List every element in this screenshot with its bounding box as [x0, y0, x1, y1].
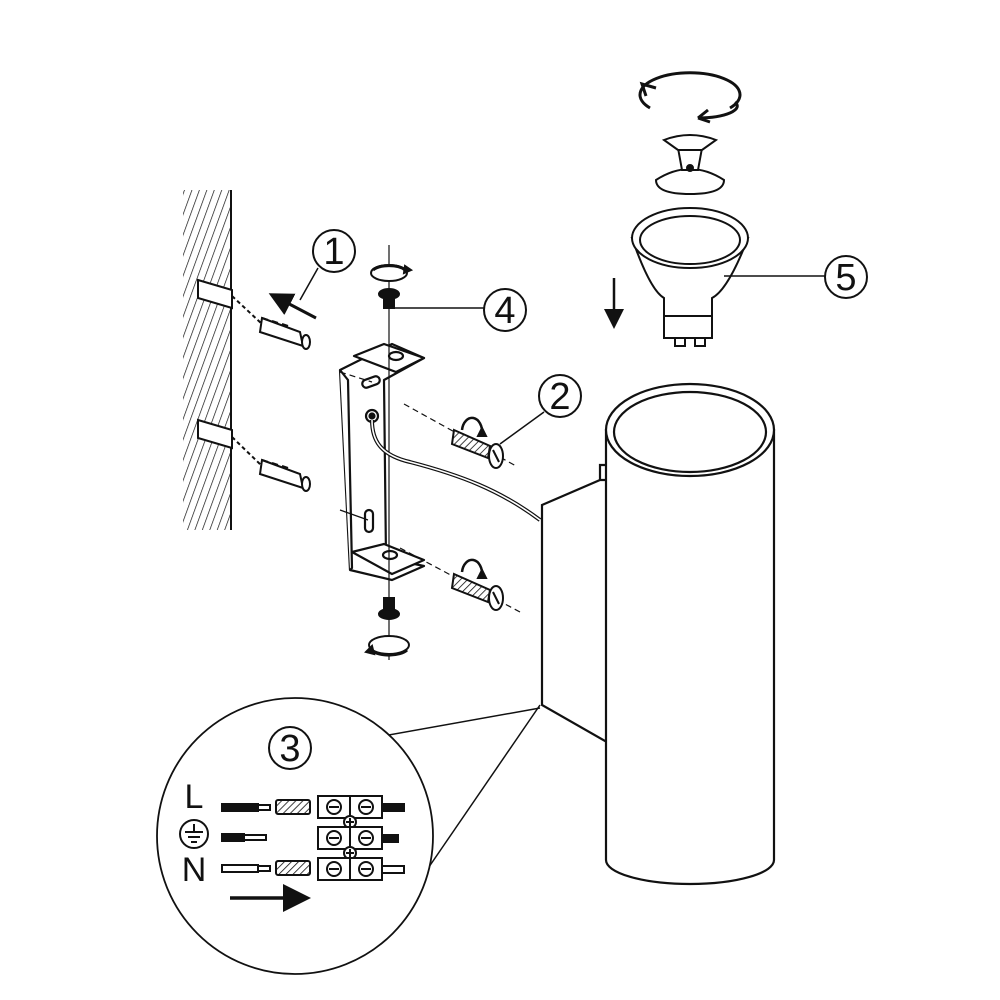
- callout-4-label: 4: [494, 290, 515, 332]
- wood-screw-lower: [399, 547, 521, 613]
- wall-plug-upper: [197, 278, 311, 350]
- earth-ground-icon: [179, 819, 209, 849]
- callout-2-label: 2: [549, 376, 570, 418]
- live-wire: [221, 799, 311, 815]
- neutral-label: N: [182, 851, 207, 889]
- wiring-detail: 3 L N: [156, 697, 541, 975]
- mounting-bracket: [338, 342, 426, 582]
- insert-direction-arrow: [268, 293, 317, 320]
- callout-5: 5: [724, 255, 868, 299]
- terminal-block: [317, 795, 383, 881]
- earth-wire-lead: [221, 833, 267, 842]
- callout-5-label: 5: [835, 257, 856, 299]
- bracket-screw-bottom: [364, 597, 410, 657]
- bracket-screw-top: [370, 264, 414, 309]
- gu10-lamp: [630, 207, 750, 347]
- fixture-body: [540, 382, 776, 886]
- suction-cup-tool: [654, 134, 726, 196]
- neutral-wire: [221, 860, 311, 876]
- live-label: L: [185, 778, 204, 816]
- callout-2: 2: [499, 374, 582, 445]
- callout-3-label: 3: [279, 728, 300, 770]
- callout-4: 4: [392, 288, 527, 332]
- callout-1-label: 1: [323, 231, 344, 273]
- rotate-arrow-icon: [638, 71, 742, 124]
- wall: [183, 190, 232, 530]
- wood-screw-upper: [403, 403, 517, 469]
- wall-plug-lower: [197, 418, 311, 492]
- callout-1: 1: [299, 229, 356, 301]
